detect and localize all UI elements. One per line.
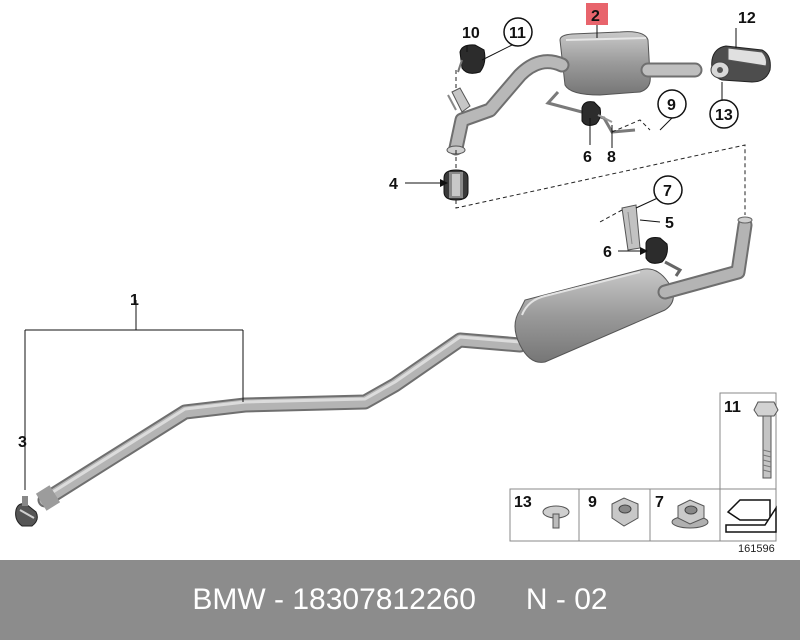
center-muffler [514,216,753,363]
footer-gap [476,583,526,617]
callout-6b: 6 [603,244,612,261]
tail-trim [710,45,771,83]
clamp-3 [15,496,38,527]
legend-7-label: 7 [655,494,664,511]
screw-icon [542,505,570,529]
callout-12: 12 [738,10,756,27]
callout-6a: 6 [583,149,592,166]
hanger-bracket-rear [447,87,471,113]
callout-9: 9 [667,97,676,114]
bracket-center [621,204,641,251]
legend-13-label: 13 [514,494,532,511]
callout-11: 11 [509,25,526,42]
clamp-4 [443,169,469,201]
rear-muffler [446,31,703,156]
callout-8: 8 [607,149,616,166]
front-pipe [35,332,528,511]
leader-lines [24,17,737,490]
callout-4: 4 [389,176,398,193]
callout-1: 1 [130,292,139,309]
highlight-box [586,3,608,25]
bracket-rear-6-8 [545,90,636,134]
arrow-reference-icon [725,499,777,533]
callout-3: 3 [18,434,27,451]
footer-separator: - [265,583,293,616]
footer-variant: N - 02 [525,583,608,616]
callout-2: 2 [591,8,600,25]
callout-9-circle [657,89,687,119]
legend-row: 13 9 7 [509,488,777,542]
rubber-mount-center [645,237,683,277]
svg-text:11: 11 [724,399,741,416]
callout-7-circle [653,175,683,205]
legend-9-label: 9 [588,494,597,511]
callout-7: 7 [663,183,672,200]
bolt-icon [753,401,779,479]
callout-13: 13 [715,107,733,124]
footer-brand: BMW [192,583,266,616]
footer-part-number: 18307812260 [292,583,476,616]
callout-5: 5 [665,215,674,232]
diagram-number: 161596 [738,543,775,555]
callout-11-circle [503,17,533,47]
dashed-connectors [455,70,746,223]
hex-nut-icon [611,497,639,527]
callout-13-circle [709,99,739,129]
legend-box-11: 11 [719,392,779,490]
rubber-mount-10 [457,44,486,74]
flange-nut-icon [671,499,709,529]
callout-10: 10 [462,25,480,42]
footer-bar: BMW - 18307812260 N - 02 [0,560,800,640]
